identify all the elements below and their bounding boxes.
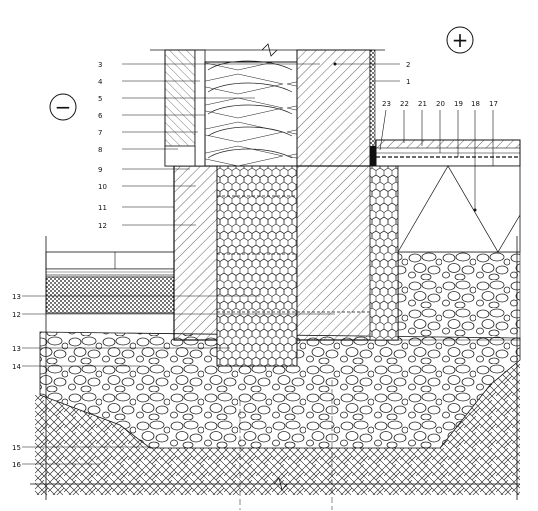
under-slab-insulation xyxy=(397,165,521,253)
minus-sign: − xyxy=(55,95,72,119)
svg-text:7: 7 xyxy=(98,129,102,137)
svg-text:2: 2 xyxy=(406,61,410,69)
upper-wall xyxy=(150,43,385,167)
label-23: 23 xyxy=(379,100,391,151)
svg-text:5: 5 xyxy=(98,95,102,103)
label-20: 20 xyxy=(436,100,445,153)
svg-text:22: 22 xyxy=(400,100,409,108)
svg-text:3: 3 xyxy=(98,61,102,69)
svg-text:6: 6 xyxy=(98,112,103,120)
svg-text:14: 14 xyxy=(12,363,21,371)
label-16: 16 xyxy=(12,461,100,469)
label-14: 14 xyxy=(12,363,140,371)
label-8: 8 xyxy=(98,146,178,154)
label-12-top: 12 xyxy=(98,222,196,230)
label-4: 4 xyxy=(98,78,200,86)
label-11: 11 xyxy=(98,204,174,212)
svg-text:12: 12 xyxy=(98,222,107,230)
svg-text:18: 18 xyxy=(471,100,480,108)
left-paving xyxy=(45,251,175,314)
svg-text:11: 11 xyxy=(98,204,107,212)
label-13-mid: 13 xyxy=(12,345,230,353)
svg-text:21: 21 xyxy=(418,100,427,108)
svg-text:15: 15 xyxy=(12,444,21,452)
label-10: 10 xyxy=(98,183,196,191)
svg-text:19: 19 xyxy=(454,100,463,108)
top-right-labels: 23 22 21 20 19 18 17 xyxy=(379,100,498,212)
svg-text:17: 17 xyxy=(489,100,498,108)
gravel-bed xyxy=(39,251,521,449)
svg-text:13: 13 xyxy=(12,345,21,353)
minus-marker: − xyxy=(49,93,77,121)
svg-text:9: 9 xyxy=(98,166,102,174)
plus-sign: + xyxy=(452,28,469,52)
label-2: 2 xyxy=(333,61,410,69)
label-9: 9 xyxy=(98,166,190,174)
svg-text:4: 4 xyxy=(98,78,103,86)
label-6: 6 xyxy=(98,112,205,120)
svg-text:23: 23 xyxy=(382,100,391,108)
svg-text:8: 8 xyxy=(98,146,102,154)
label-12-mid: 12 xyxy=(12,311,335,319)
svg-text:1: 1 xyxy=(406,78,410,86)
left-labels: 3 4 5 6 7 8 9 10 11 12 13 12 13 14 15 16 xyxy=(12,61,335,469)
svg-text:10: 10 xyxy=(98,183,107,191)
label-21: 21 xyxy=(418,100,427,146)
floor-slab xyxy=(370,139,521,167)
label-3: 3 xyxy=(98,61,320,69)
label-5: 5 xyxy=(98,95,255,103)
svg-text:20: 20 xyxy=(436,100,445,108)
label-15: 15 xyxy=(12,444,150,452)
label-7: 7 xyxy=(98,129,198,137)
label-1: 1 xyxy=(372,78,410,86)
label-13-top: 13 xyxy=(12,293,260,301)
frame-lines xyxy=(30,236,520,510)
svg-text:13: 13 xyxy=(12,293,21,301)
svg-text:12: 12 xyxy=(12,311,21,319)
label-22: 22 xyxy=(400,100,409,143)
label-17: 17 xyxy=(489,100,498,166)
label-18: 18 xyxy=(471,100,480,212)
right-labels: 2 1 xyxy=(333,61,410,86)
foundation-wall xyxy=(173,165,399,367)
svg-text:16: 16 xyxy=(12,461,21,469)
label-19: 19 xyxy=(454,100,463,157)
plus-marker: + xyxy=(446,26,474,54)
